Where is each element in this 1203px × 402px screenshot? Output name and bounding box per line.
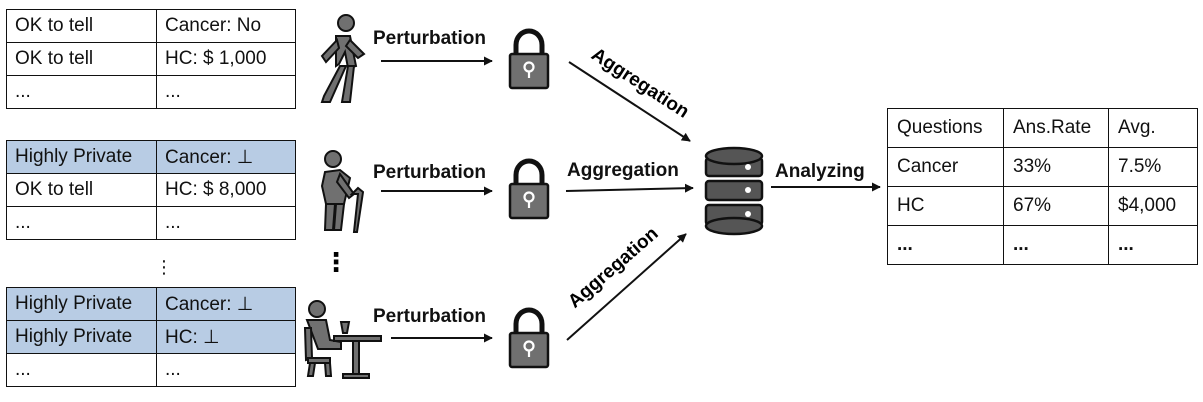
database-icon (704, 146, 764, 236)
aggregation-label-2: Aggregation (567, 160, 679, 181)
table-row: OK to tell Cancer: No (6, 9, 296, 43)
user-table-1: OK to tell Cancer: No OK to tell HC: $ 1… (6, 9, 296, 109)
answer-cell: HC: $ 8,000 (156, 173, 296, 207)
result-table: Questions Ans.Rate Avg. Cancer 33% 7.5% … (887, 108, 1198, 265)
perturbation-label-2: Perturbation (373, 162, 486, 183)
question-cell: Cancer (887, 147, 1004, 187)
table-row: HC 67% $4,000 (887, 186, 1198, 226)
answer-cell: Cancer: ⊥ (156, 287, 296, 321)
aggregation-arrow-2 (565, 183, 694, 193)
answer-cell: ... (156, 206, 296, 240)
more-users-bold-ellipsis: ⋮ (323, 248, 349, 278)
aggregation-arrow-1 (568, 61, 691, 142)
answer-cell: Cancer: ⊥ (156, 140, 296, 174)
padlock-icon (510, 31, 548, 88)
privacy-level-cell: OK to tell (6, 173, 157, 207)
table-row: ... ... (6, 353, 296, 387)
table-row: ... ... (6, 206, 296, 240)
privacy-level-cell: Highly Private (6, 320, 157, 354)
answer-rate-cell: 33% (1003, 147, 1109, 187)
question-cell: HC (887, 186, 1004, 226)
table-row: Highly Private HC: ⊥ (6, 320, 296, 354)
answer-cell: Cancer: No (156, 9, 296, 43)
answer-rate-cell: ... (1003, 225, 1109, 265)
more-users-ellipsis: ⋮ (155, 257, 173, 277)
user-table-2: Highly Private Cancer: ⊥ OK to tell HC: … (6, 140, 296, 240)
column-header: Questions (887, 108, 1004, 148)
privacy-level-cell: Highly Private (6, 140, 157, 174)
walking-person-icon (320, 14, 366, 103)
privacy-level-cell: ... (6, 206, 157, 240)
table-row: ... ... ... (887, 225, 1198, 265)
table-row: OK to tell HC: $ 8,000 (6, 173, 296, 207)
analyzing-label: Analyzing (775, 161, 865, 182)
seated-person-at-table-icon (303, 300, 382, 379)
answer-cell: HC: ⊥ (156, 320, 296, 354)
user-table-3: Highly Private Cancer: ⊥ Highly Private … (6, 287, 296, 387)
column-header: Avg. (1108, 108, 1198, 148)
table-row: ... ... (6, 75, 296, 109)
question-cell: ... (887, 225, 1004, 265)
privacy-level-cell: ... (6, 353, 157, 387)
aggregation-arrow-3 (566, 233, 687, 341)
perturbation-label-3: Perturbation (373, 306, 486, 327)
privacy-level-cell: OK to tell (6, 9, 157, 43)
padlock-icon (510, 161, 548, 218)
average-cell: $4,000 (1108, 186, 1198, 226)
answer-cell: ... (156, 75, 296, 109)
answer-rate-cell: 67% (1003, 186, 1109, 226)
table-row: OK to tell HC: $ 1,000 (6, 42, 296, 76)
table-row: Highly Private Cancer: ⊥ (6, 140, 296, 174)
answer-cell: HC: $ 1,000 (156, 42, 296, 76)
table-row: Cancer 33% 7.5% (887, 147, 1198, 187)
elderly-person-with-cane-icon (320, 150, 365, 233)
perturbation-label-1: Perturbation (373, 28, 486, 49)
answer-cell: ... (156, 353, 296, 387)
table-header-row: Questions Ans.Rate Avg. (887, 108, 1198, 148)
column-header: Ans.Rate (1003, 108, 1109, 148)
padlock-icon (510, 310, 548, 367)
average-cell: ... (1108, 225, 1198, 265)
average-cell: 7.5% (1108, 147, 1198, 187)
